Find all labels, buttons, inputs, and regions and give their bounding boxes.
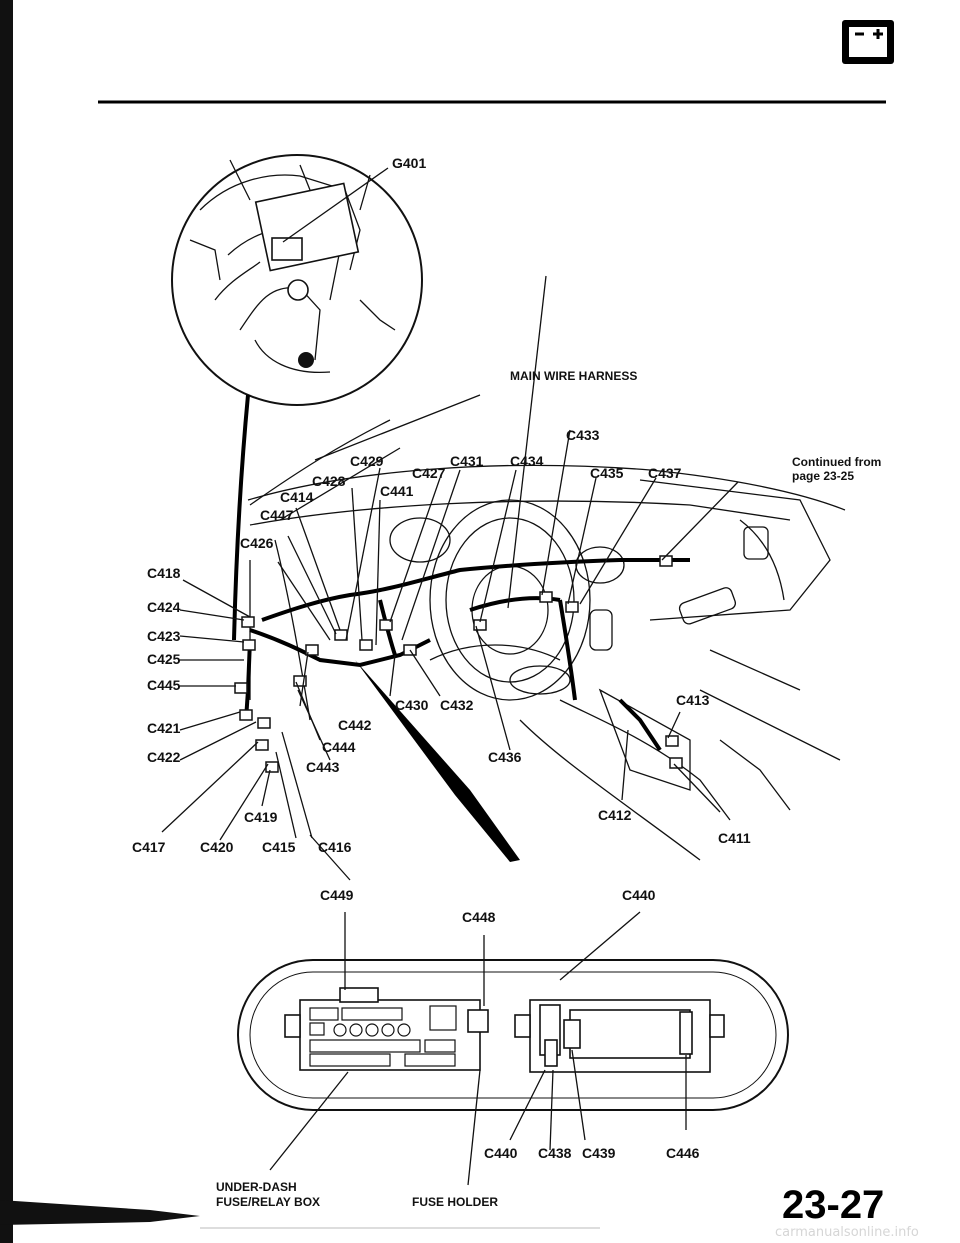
c438-label: C438 (538, 1145, 572, 1161)
c411-label: C411 (718, 830, 751, 846)
c439-label: C439 (582, 1145, 616, 1161)
c443-label: C443 (306, 759, 340, 775)
c431-label: C431 (450, 453, 484, 469)
c419-label: C419 (244, 809, 278, 825)
footer-edge (0, 1200, 200, 1225)
connector-glyphs (234, 555, 683, 773)
c413-label: C413 (676, 692, 710, 708)
c448-label: C448 (462, 909, 496, 925)
c432-label: C432 (440, 697, 474, 713)
c427-label: C427 (412, 465, 446, 481)
fusebox-pointer (355, 660, 520, 862)
c449-label: C449 (320, 887, 354, 903)
fuse-box-leaders (269, 911, 687, 1186)
dashboard-drawing (247, 394, 846, 861)
continued-from-label: Continued from (792, 455, 881, 469)
ground-detail-inset (171, 154, 423, 406)
c436-label: C436 (488, 749, 522, 765)
c412-label: C412 (598, 807, 632, 823)
c444-label: C444 (322, 739, 356, 755)
c434-label: C434 (510, 453, 544, 469)
battery-icon (842, 20, 894, 64)
continued-page-label: page 23-25 (792, 469, 854, 483)
g401-leader (282, 167, 389, 243)
c446-label: C446 (666, 1145, 700, 1161)
c416-label: C416 (318, 839, 352, 855)
c426-label: C426 (240, 535, 274, 551)
c447-label: C447 (260, 507, 294, 523)
c423-label: C423 (147, 628, 181, 644)
c442-label: C442 (338, 717, 372, 733)
fuse-box-detail (237, 959, 789, 1111)
leader-lines (161, 275, 739, 881)
c428-label: C428 (312, 473, 346, 489)
c414-label: C414 (280, 489, 314, 505)
c425-label: C425 (147, 651, 181, 667)
watermark: carmanualsonline.info (775, 1225, 919, 1240)
c422-label: C422 (147, 749, 181, 765)
page-number: 23-27 (782, 1183, 884, 1227)
c429-label: C429 (350, 453, 384, 469)
c440-bottom-label: C440 (484, 1145, 518, 1161)
fuse-box-label-line1: UNDER-DASH (216, 1180, 297, 1194)
c421-label: C421 (147, 720, 181, 736)
inset-pointer (232, 394, 250, 641)
c424-label: C424 (147, 599, 181, 615)
c433-label: C433 (566, 427, 600, 443)
main-wire-harness-label: MAIN WIRE HARNESS (510, 369, 637, 383)
page-edge (0, 0, 13, 1243)
fuse-box-label-line2: FUSE/RELAY BOX (216, 1195, 320, 1209)
c430-label: C430 (395, 697, 429, 713)
fuse-holder-label: FUSE HOLDER (412, 1195, 498, 1209)
c440-top-label: C440 (622, 887, 656, 903)
c435-label: C435 (590, 465, 624, 481)
c415-label: C415 (262, 839, 296, 855)
g401-label: G401 (392, 155, 426, 171)
dash-connector-labels: C418 C424 C423 C425 C445 C421 C422 C417 … (132, 427, 751, 855)
c445-label: C445 (147, 677, 181, 693)
c437-label: C437 (648, 465, 682, 481)
c420-label: C420 (200, 839, 234, 855)
c417-label: C417 (132, 839, 166, 855)
c441-label: C441 (380, 483, 414, 499)
c418-label: C418 (147, 565, 181, 581)
